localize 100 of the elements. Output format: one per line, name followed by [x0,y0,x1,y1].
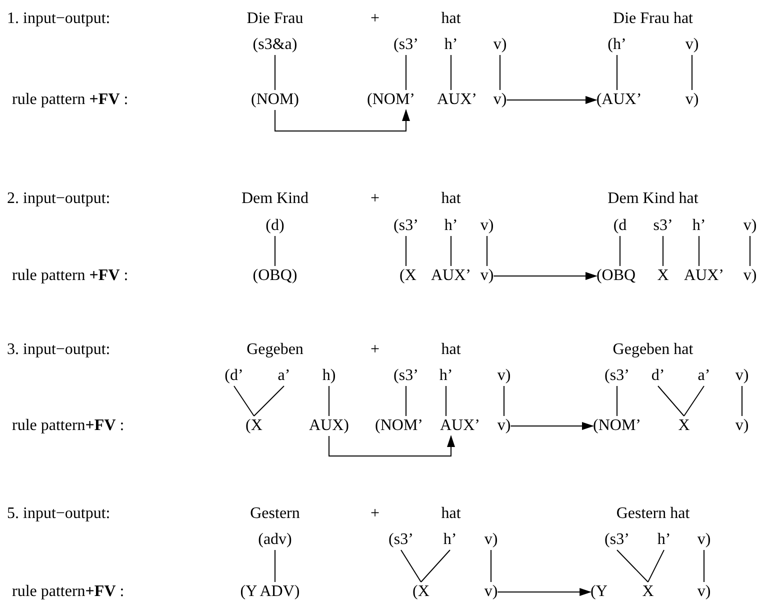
row-heading: 2. input−output: [7,189,110,209]
category-text: v) [480,266,494,286]
connector-line [328,386,330,416]
arrow [493,272,598,280]
connector-line [274,236,276,266]
feature-text: a’ [278,366,290,386]
word-text: Dem Kind [241,189,309,209]
word-text: hat [441,189,461,209]
feature-text: h’ [443,530,457,550]
row-heading: 1. input−output: [7,9,110,29]
feature-text: v) [743,216,757,236]
category-text: (NOM’ [375,416,423,436]
word-text: + [370,9,380,29]
feature-text: v) [480,216,494,236]
feature-text: v) [493,35,507,55]
word-text: hat [441,340,461,360]
row-heading: rule pattern+FV : [12,582,124,602]
arrow [510,422,594,430]
category-text: X [657,266,669,286]
category-text: (OBQ [596,266,636,286]
category-text: v) [497,416,511,436]
category-text: AUX) [309,416,349,436]
category-text: AUX’ [437,90,477,110]
category-text: X [678,416,690,436]
row-heading: rule pattern+FV : [12,416,124,436]
feature-text: v) [735,366,749,386]
category-text: AUX’ [684,266,724,286]
connector-line [616,386,618,416]
connector-line [450,54,452,90]
feature-text: v) [697,530,711,550]
arrow [506,96,598,104]
connector-line [698,236,700,266]
row-heading: rule pattern +FV : [12,266,128,286]
feature-text: h’ [439,366,453,386]
feature-text: v) [484,530,498,550]
bracket-arrow [328,435,455,456]
word-text: Die Frau hat [613,9,693,29]
feature-text: v) [497,366,511,386]
word-text: Dem Kind hat [608,189,698,209]
feature-text: h’ [692,216,706,236]
word-text: + [370,504,380,524]
feature-text: (s3’ [604,530,630,550]
connector-line [658,386,684,416]
category-text: v) [697,582,711,602]
category-text: (NOM) [251,90,299,110]
connector-line [616,550,648,582]
arrow [497,588,592,596]
connector-line [234,386,254,416]
category-text: v) [493,90,507,110]
feature-text: h’ [444,35,458,55]
connector-line [400,550,422,582]
word-text: hat [441,504,461,524]
category-text: (NOM’ [593,416,641,436]
feature-text: s3’ [653,216,673,236]
feature-text: (s3’ [388,530,414,550]
row-heading: 5. input−output: [7,504,110,524]
feature-text: (s3&a) [252,35,298,55]
feature-text: (s3’ [604,366,630,386]
word-text: Gestern hat [616,504,690,524]
feature-text: d’ [651,366,665,386]
feature-text: h’ [657,530,671,550]
word-text: Gegeben hat [612,340,694,360]
bracket-arrow [274,109,410,132]
row-heading: 3. input−output: [7,340,110,360]
feature-text: (d) [266,216,284,236]
connector-line [648,550,664,582]
feature-text: (d [613,216,627,236]
feature-text: (adv) [258,530,292,550]
connector-line [274,54,276,90]
category-text: (X [412,582,430,602]
category-text: v) [685,90,699,110]
connector-line [420,550,450,582]
word-text: + [370,340,380,360]
category-text: (X [246,416,262,436]
category-text: (X [400,266,416,286]
category-text: (Y [590,582,608,602]
connector-line [490,550,492,582]
connector-line [254,386,284,416]
word-text: + [370,189,380,209]
connector-line [486,236,488,266]
category-text: (OBQ) [252,266,298,286]
category-text: v) [484,582,498,602]
category-text: v) [743,266,757,286]
connector-line [662,236,664,266]
feature-text: v) [685,35,699,55]
row-heading: rule pattern +FV : [12,90,128,110]
category-text: (Y ADV) [240,582,300,602]
feature-text: (s3’ [394,366,418,386]
feature-text: a’ [698,366,710,386]
category-text: AUX’ [431,266,471,286]
connector-line [450,236,452,266]
word-text: hat [441,9,461,29]
connector-line [274,550,276,582]
category-text: AUX’ [440,416,480,436]
connector-line [616,54,618,90]
category-text: X [642,582,654,602]
word-text: Gegeben [246,340,304,360]
feature-text: (h’ [608,35,626,55]
word-text: Gestern [250,504,300,524]
feature-text: (d’ [224,366,244,386]
